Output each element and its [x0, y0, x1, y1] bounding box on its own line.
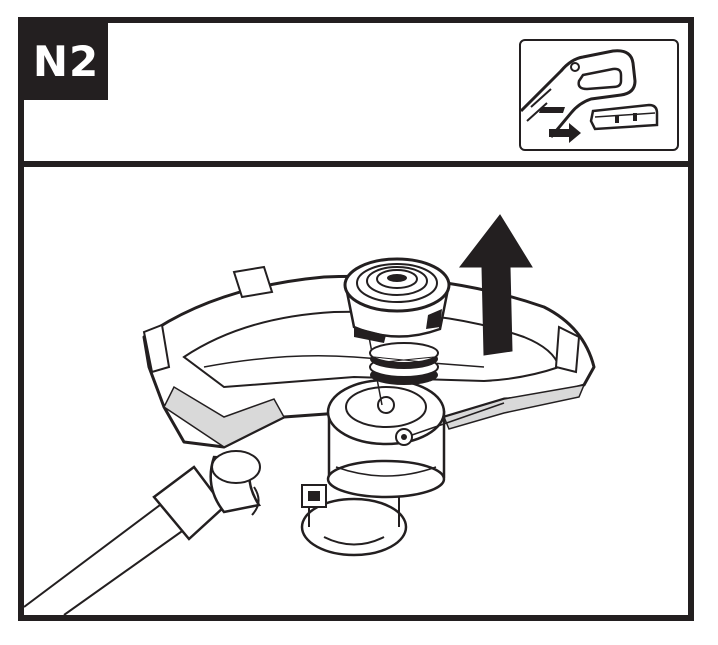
panel-header: N2: [24, 23, 688, 167]
step-label: N2: [32, 37, 100, 86]
instruction-panel: N2: [18, 17, 694, 621]
illustration-area: [24, 167, 688, 615]
remove-battery-inset: [519, 39, 679, 151]
trimmer-spool-removal-icon: [24, 214, 596, 615]
remove-battery-icon: [521, 49, 659, 143]
up-arrow-icon: [458, 214, 533, 356]
step-badge: N2: [24, 23, 108, 100]
